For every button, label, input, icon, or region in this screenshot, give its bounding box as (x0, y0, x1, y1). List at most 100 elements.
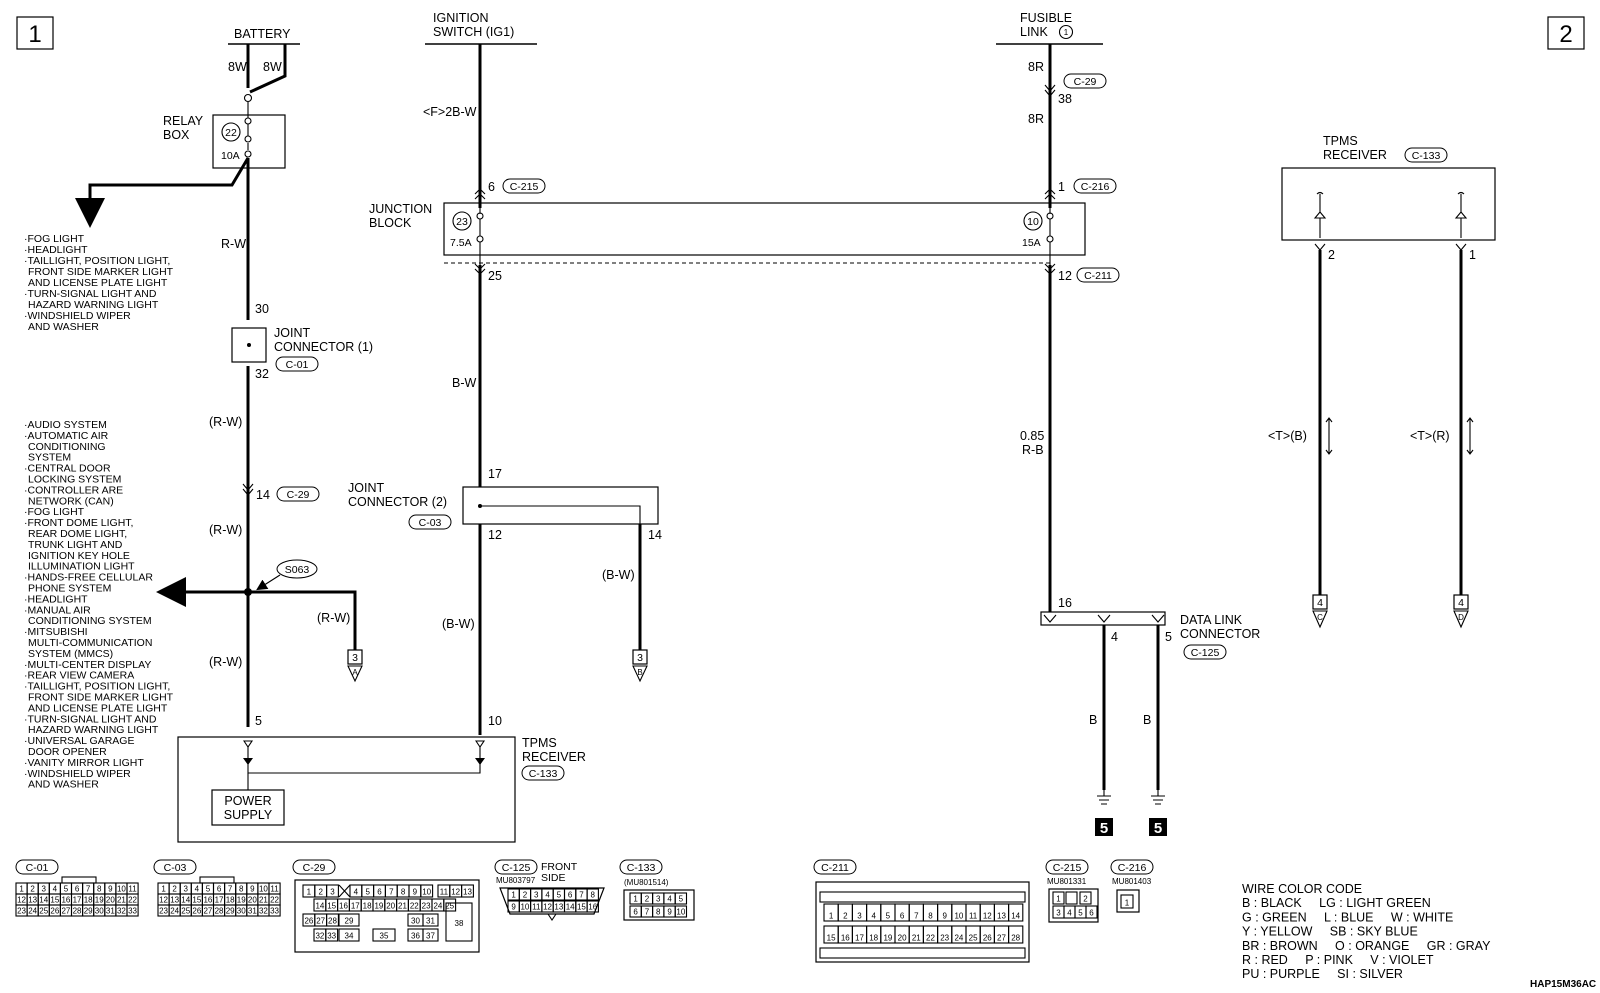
pin-number: 9 (511, 903, 516, 912)
pin-number: 33 (270, 907, 279, 916)
pin-number: 17 (215, 896, 224, 905)
list-item: HAZARD WARNING LIGHT (28, 724, 159, 736)
pin-number: 11 (128, 885, 137, 894)
pin-number: 23 (422, 902, 431, 911)
col2-branch-wire: (B-W) (602, 568, 635, 582)
pin-number: 12 (17, 896, 26, 905)
part-number: (MU801514) (624, 878, 669, 887)
pin-number: 34 (345, 932, 354, 941)
pin-number: 9 (942, 912, 947, 921)
pin-number: 6 (568, 891, 573, 900)
fusible-label-1: FUSIBLE (1020, 11, 1072, 25)
list-item: AND WASHER (28, 779, 99, 791)
pin-number: 17 (73, 896, 82, 905)
list-item: ·MITSUBISHI (24, 626, 88, 638)
ground-symbol-2: 5 (1149, 790, 1167, 837)
pin-number: 5 (886, 912, 891, 921)
pin-number: 5 (557, 891, 562, 900)
pin-number: 19 (95, 896, 104, 905)
pin-number: 28 (215, 907, 224, 916)
pin-number: 10 (259, 885, 268, 894)
color-code-line: B : BLACK LG : LIGHT GREEN (1242, 896, 1431, 910)
pin-number: 10 (117, 885, 126, 894)
col3-pin-16: 16 (1058, 596, 1072, 610)
joint1-label-2: CONNECTOR (1) (274, 340, 373, 354)
col1-wire-c: (R-W) (209, 655, 242, 669)
color-code-line: PU : PURPLE SI : SILVER (1242, 967, 1403, 981)
pin-number: 21 (117, 896, 126, 905)
col3-pin-4: 4 (1111, 630, 1118, 644)
pin-number: 16 (841, 934, 850, 943)
col2-pin-6: 6 (488, 180, 495, 194)
pin-number: 37 (426, 932, 435, 941)
pin-number: 4 (667, 895, 672, 904)
pin-number: 1 (633, 895, 638, 904)
list-item: TRUNK LIGHT AND (28, 539, 123, 551)
list-item: FRONT SIDE MARKER LIGHT (28, 692, 174, 704)
pin-number: 15 (577, 903, 586, 912)
list-item: ·CONTROLLER ARE (24, 484, 123, 496)
svg-text:C: C (1317, 613, 1323, 622)
pin-number: 7 (579, 891, 584, 900)
pin-number: 22 (270, 896, 279, 905)
pin-number: 31 (248, 907, 257, 916)
col2-wire-low: (B-W) (442, 617, 475, 631)
pin-number: 28 (73, 907, 82, 916)
pin-number: 14 (1011, 912, 1020, 921)
pin-number: 1 (161, 885, 166, 894)
pin-number: 2 (843, 912, 848, 921)
junction-fuse-a: 23 (456, 216, 468, 228)
pin-number: 24 (170, 907, 179, 916)
pin-number: 8 (656, 908, 661, 917)
relay-box-label-1: RELAY (163, 114, 204, 128)
pin-number: 30 (411, 917, 420, 926)
pin-number: 22 (410, 902, 419, 911)
list-item: DOOR OPENER (28, 746, 107, 758)
pin-number: 9 (667, 908, 672, 917)
list-item: ·TURN-SIGNAL LIGHT AND (24, 288, 157, 300)
connector-view-label: C-125 (502, 862, 531, 874)
pin-number: 25 (181, 907, 190, 916)
part-number: MU801403 (1112, 877, 1152, 886)
list-item: SYSTEM (MMCS) (28, 648, 113, 660)
list-item: FRONT SIDE MARKER LIGHT (28, 266, 174, 278)
pin-number: 30 (95, 907, 104, 916)
tpms-receiver-left (177, 736, 516, 843)
splice-id: S063 (285, 564, 310, 576)
pin-number: 27 (203, 907, 212, 916)
pin-number: 10 (676, 908, 685, 917)
col3-wire-top: 8R (1028, 60, 1044, 74)
pin-number: 18 (363, 902, 372, 911)
pin-number: 4 (195, 885, 200, 894)
connector-view-label: C-216 (1118, 862, 1147, 874)
pin-number: 1 (511, 891, 516, 900)
pin-number: 27 (61, 907, 70, 916)
tpms-left-label-2: RECEIVER (522, 750, 586, 764)
pin-number: 12 (451, 888, 460, 897)
list-item: ·REAR VIEW CAMERA (24, 670, 134, 682)
pin-number: 29 (226, 907, 235, 916)
tpms-left-connector: C-133 (529, 768, 558, 780)
diagram-code: HAP15M36AC (1530, 979, 1596, 990)
pin-number: 6 (75, 885, 80, 894)
list-item: PHONE SYSTEM (28, 583, 111, 595)
connector-view-label: C-29 (303, 862, 326, 874)
col1-wire-b: (R-W) (209, 523, 242, 537)
svg-text:2: 2 (1559, 21, 1572, 48)
list-item: ·TURN-SIGNAL LIGHT AND (24, 713, 157, 725)
list-item: CONDITIONING (28, 441, 106, 453)
pin-number: 5 (679, 895, 684, 904)
list-item: AND WASHER (28, 321, 99, 333)
col3-wire-size: 0.85 (1020, 429, 1044, 443)
col3-pin-1: 1 (1058, 180, 1065, 194)
pin-number: 3 (534, 891, 539, 900)
pin-number: 10 (422, 888, 431, 897)
svg-text:B: B (637, 668, 642, 677)
pin-number: 2 (523, 891, 528, 900)
joint1-pin-bottom: 32 (255, 367, 269, 381)
relay-fuse-number: 22 (225, 127, 237, 139)
